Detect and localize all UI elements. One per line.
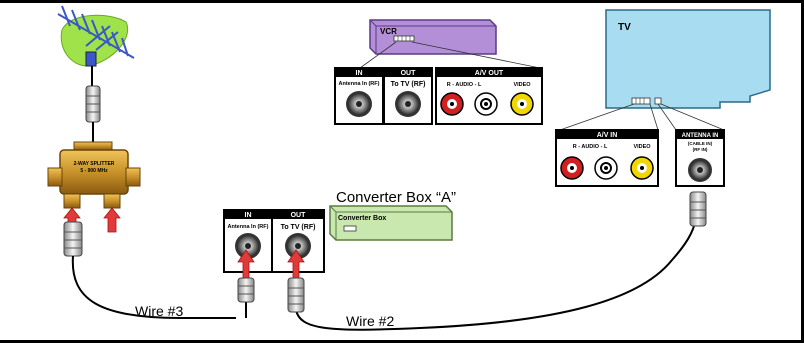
splitter-coax-connector (63, 221, 83, 257)
tv-video-jack (630, 156, 654, 180)
vcr-port-panel: IN OUT A/V OUT Antenna In (RF) To TV (RF… (334, 67, 543, 125)
vcr-icon: VCR (359, 19, 541, 69)
converter-out-coax-port (285, 233, 311, 259)
tv-ant-header: ANTENNA IN (682, 133, 719, 139)
tv-antenna-coax-port (688, 158, 712, 182)
converter-in-coax-port (235, 233, 261, 259)
vcr-out-coax-port (395, 91, 421, 117)
tv-av-video-label: VIDEO (633, 144, 651, 150)
splitter-label-line1: 2-WAY SPLITTER (74, 161, 115, 167)
tv-ant-sub2: (RF IN) (693, 147, 708, 152)
tv-port-panel: A/V IN ANTENNA IN R - AUDIO - L VIDEO (C… (555, 129, 725, 187)
converter-out-connector (287, 277, 305, 313)
tv-av-audio-label: R - AUDIO - L (573, 144, 608, 150)
vcr-audio-l-jack (474, 92, 498, 116)
antenna-cable (85, 85, 101, 142)
antenna-icon (57, 5, 135, 86)
converter-out-label: To TV (RF) (281, 224, 316, 231)
vcr-av-video-label: VIDEO (513, 82, 531, 88)
vcr-in-header: IN (356, 70, 363, 77)
tv-title: TV (618, 22, 631, 33)
vcr-av-audio-label: R - AUDIO - L (447, 82, 482, 88)
vcr-video-jack (510, 92, 534, 116)
wire2-line (295, 213, 697, 331)
converter-box-icon: Converter Box (329, 205, 453, 241)
tv-av-header: A/V IN (597, 132, 618, 139)
wire3-line (71, 255, 236, 319)
converter-caption: Converter Box “A” (336, 189, 456, 206)
antenna-green-blob (60, 14, 129, 67)
wire3-label: Wire #3 (135, 303, 183, 319)
frame-bottom-border (0, 340, 804, 343)
vcr-title: VCR (380, 27, 397, 36)
vcr-out-label: To TV (RF) (391, 81, 426, 88)
vcr-out-header: OUT (401, 70, 417, 77)
tv-audio-l-jack (594, 156, 618, 180)
tv-antenna-connector (689, 191, 707, 227)
converter-box-label: Converter Box (338, 215, 386, 222)
converter-in-connector (237, 277, 255, 303)
vcr-audio-r-jack (440, 92, 464, 116)
vcr-av-header: A/V OUT (475, 70, 504, 77)
converter-in-label: Antenna In (RF) (228, 224, 269, 230)
tv-audio-r-jack (560, 156, 584, 180)
vcr-in-label: Antenna In (RF) (339, 81, 380, 87)
vcr-in-coax-port (346, 91, 372, 117)
tv-icon: TV (559, 9, 771, 131)
tv-ant-sub1: (CABLE IN) (688, 141, 713, 146)
converter-port-panel: IN OUT Antenna In (RF) To TV (RF) (223, 209, 325, 273)
splitter-icon: 2-WAY SPLITTER 5 - 900 MHz (47, 141, 141, 209)
splitter-label-line2: 5 - 900 MHz (80, 168, 108, 174)
converter-in-header: IN (245, 212, 252, 219)
splitter-input-arrow-right (103, 207, 121, 233)
frame-right-border (801, 0, 804, 343)
frame-top-border (0, 0, 804, 3)
wire2-label: Wire #2 (346, 313, 394, 329)
converter-out-header: OUT (291, 212, 307, 219)
